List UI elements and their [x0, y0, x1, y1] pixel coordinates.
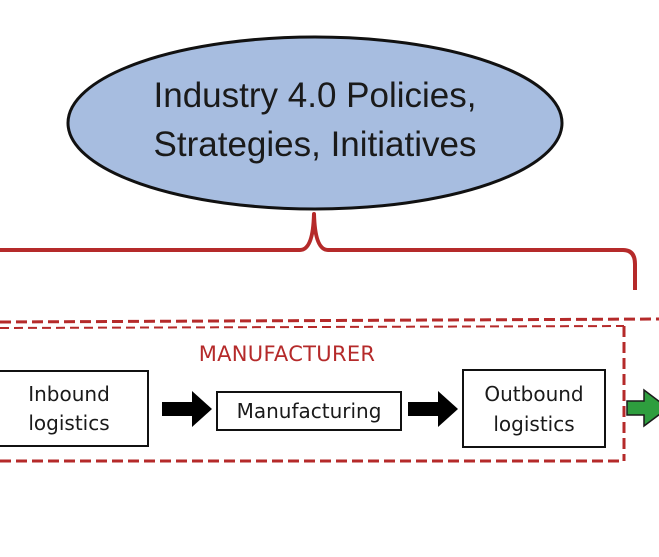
- manufacturing-box: [216, 391, 402, 431]
- manufacturer-label: MANUFACTURER: [199, 342, 376, 366]
- boundary-top-line-inner: [0, 325, 625, 329]
- inbound-label-line2: logistics: [28, 411, 109, 435]
- scope-bracket: [0, 212, 637, 290]
- policies-label-line1: Industry 4.0 Policies,: [154, 76, 477, 115]
- inbound-logistics-node: Inbound logistics: [0, 370, 149, 447]
- manufacturer-boundary: [0, 317, 659, 463]
- flow-arrow-2: [408, 391, 458, 427]
- inbound-logistics-box: [0, 370, 149, 447]
- inbound-label-line1: Inbound: [28, 382, 110, 406]
- boundary-top-line: [0, 317, 659, 324]
- policies-ellipse: [66, 35, 564, 211]
- outbound-label-line2: logistics: [493, 412, 574, 436]
- outbound-label-line1: Outbound: [484, 382, 583, 406]
- manufacturing-label: Manufacturing: [237, 399, 382, 423]
- policies-label-line2: Strategies, Initiatives: [154, 125, 477, 164]
- manufacturing-node: Manufacturing: [216, 391, 402, 431]
- flow-arrow-1: [162, 391, 212, 427]
- outbound-logistics-box: [462, 369, 606, 448]
- exit-arrow: [626, 388, 659, 428]
- outbound-logistics-node: Outbound logistics: [462, 369, 606, 448]
- policies-node: Industry 4.0 Policies, Strategies, Initi…: [66, 35, 564, 211]
